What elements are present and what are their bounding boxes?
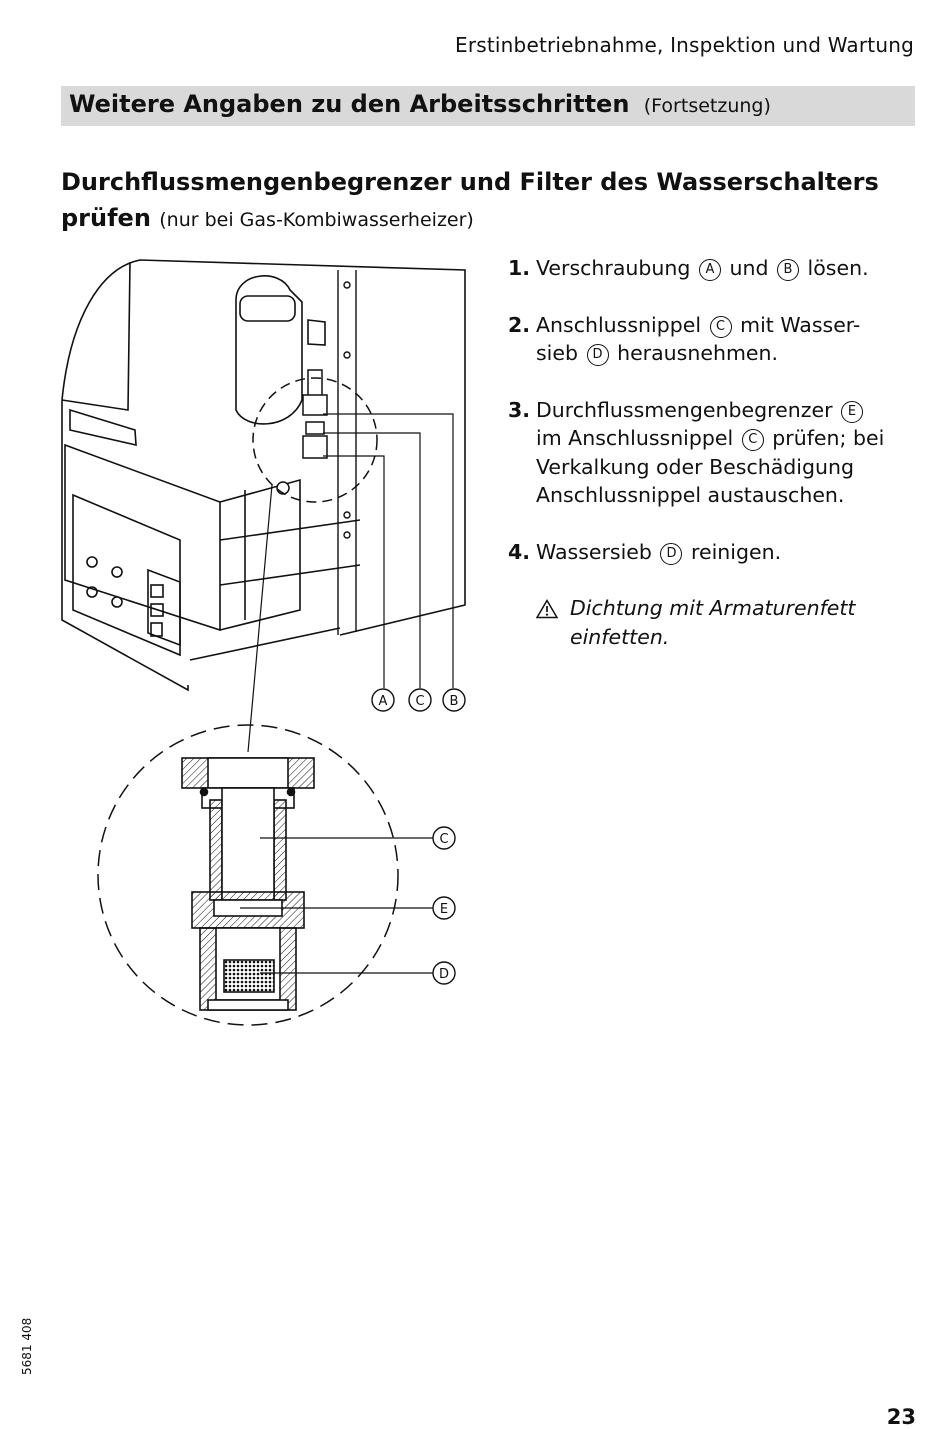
detail-callout-e: E: [432, 896, 456, 920]
step-text: Anschlussnippel: [536, 312, 702, 337]
warning-triangle-icon: [535, 598, 559, 627]
step-text: lösen.: [807, 256, 869, 280]
figure-label: C: [439, 832, 448, 847]
detail-callout-d: D: [432, 961, 456, 985]
step-3: 3. Durchflussmengenbegrenzer E im Anschl…: [508, 396, 928, 510]
step-text: Anschlussnippel austauschen.: [536, 483, 845, 507]
section-header: Weitere Angaben zu den Arbeitsschritten …: [61, 86, 915, 126]
section-title: Weitere Angaben zu den Arbeitsschritten: [69, 90, 630, 118]
connection-nipple-section: [181, 757, 315, 1011]
step-number: 4.: [508, 539, 531, 564]
step-text: sieb: [536, 341, 579, 365]
step-number: 2.: [508, 312, 531, 337]
detail-callout-c: C: [432, 826, 456, 850]
figure-label: E: [440, 902, 448, 917]
callout-label: C: [709, 315, 732, 338]
heading-line-1: Durchflussmengenbegrenzer und Filter des…: [61, 168, 879, 196]
step-4: 4. Wassersieb D reinigen.: [508, 538, 928, 567]
note-line-1: Dichtung mit Armaturenfett: [570, 596, 856, 620]
figure-label: D: [439, 967, 449, 982]
technical-illustration: A C B: [40, 240, 480, 1044]
step-text: Durchflussmengenbegrenzer: [536, 397, 833, 422]
appliance-housing: [61, 259, 466, 692]
callout-label: D: [660, 542, 683, 565]
callout-c: C: [408, 688, 432, 712]
figure-label: A: [379, 694, 388, 709]
figure-label: C: [415, 694, 424, 709]
callout-label: A: [698, 259, 721, 281]
magnifier-circle: [252, 377, 378, 503]
heading-line-2-bold: prüfen: [61, 204, 151, 232]
water-switch-unit: [235, 275, 326, 425]
page-heading: Durchflussmengenbegrenzer und Filter des…: [61, 164, 921, 238]
note-line-2: einfetten.: [570, 624, 670, 649]
detail-circle: [97, 724, 399, 1026]
step-text: prüfen; bei: [772, 426, 885, 450]
detail-leader-lines: [240, 837, 433, 974]
mounting-rail: [337, 270, 357, 635]
leader-lines: [247, 413, 454, 753]
step-text: Verschraubung: [536, 256, 691, 280]
callout-label: D: [586, 344, 609, 366]
step-text: und: [729, 256, 769, 280]
running-head: Erstinbetriebnahme, Inspektion und Wartu…: [455, 33, 914, 57]
section-title-suffix: (Fortsetzung): [643, 95, 771, 117]
page-number: 23: [886, 1405, 916, 1429]
step-text: Verkalkung oder Beschädigung: [536, 454, 855, 479]
step-text: herausnehmen.: [617, 341, 779, 365]
step-text: im Anschlussnippel: [536, 426, 734, 450]
step-text: mit Wasser-: [740, 312, 861, 337]
step-list: 1. Verschraubung A und B lösen. 2. Ansch…: [508, 254, 928, 651]
step-number: 3.: [508, 397, 531, 422]
step-text: reinigen.: [691, 539, 782, 564]
safety-note: Dichtung mit Armaturenfett einfetten.: [535, 594, 928, 651]
callout-label: B: [777, 259, 800, 281]
step-text: Wassersieb: [536, 539, 652, 564]
callout-b: B: [442, 688, 466, 712]
document-number: 5681 408: [20, 1317, 34, 1375]
step-1: 1. Verschraubung A und B lösen.: [508, 254, 928, 283]
callout-label: C: [741, 429, 764, 451]
step-number: 1.: [508, 256, 531, 280]
heading-line-2-suffix: (nur bei Gas-Kombiwasserheizer): [159, 209, 474, 231]
callout-label: E: [841, 400, 864, 423]
step-2: 2. Anschlussnippel C mit Wasser- sieb D …: [508, 311, 928, 368]
callout-a: A: [371, 688, 395, 712]
figure-label: B: [450, 694, 459, 709]
